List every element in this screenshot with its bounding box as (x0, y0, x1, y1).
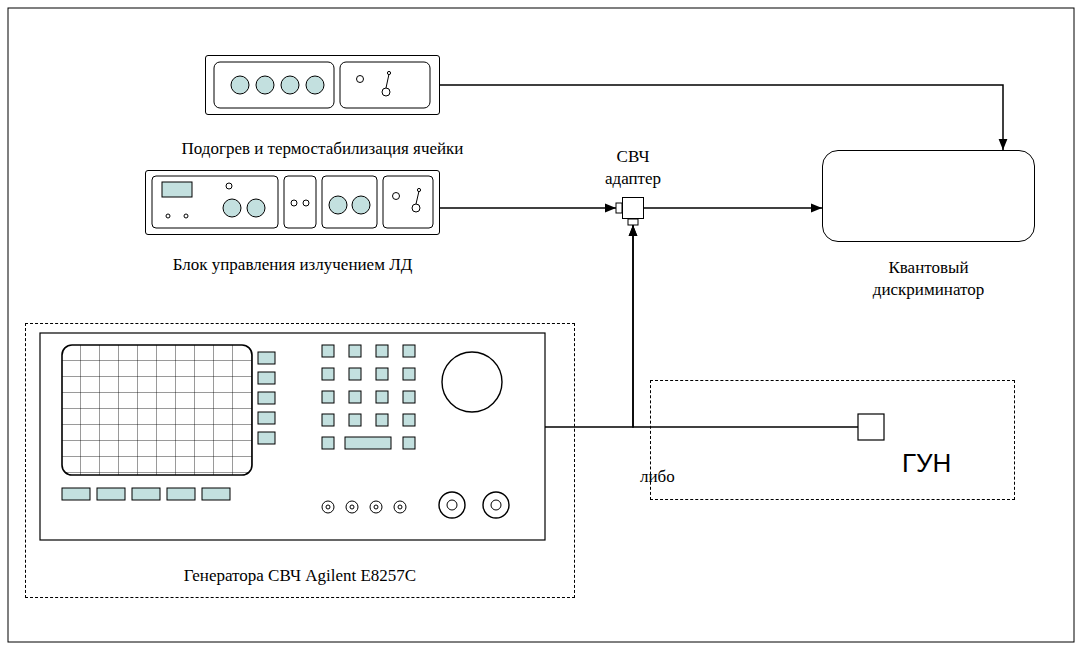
generator-output-wire (545, 426, 575, 428)
quantum-discriminator: Квантовый дискриминатор (822, 150, 1035, 242)
device-label: Генератора СВЧ Agilent E8257C (184, 565, 416, 587)
ld-control-unit: Блок управления излучением ЛД (145, 170, 440, 235)
signal-connector (644, 207, 822, 209)
device-label: Квантовый дискриминатор (854, 257, 1004, 301)
generator-instrument (40, 333, 545, 540)
ld-block-details (152, 176, 433, 228)
outer-frame (8, 8, 1074, 642)
device-label: Блок управления излучением ЛД (173, 254, 413, 276)
signal-connector (575, 225, 633, 427)
microwave-adapter: СВЧ адаптер (622, 197, 644, 219)
signal-connector (440, 85, 1003, 150)
heater-unit: Подогрев и термостабилизация ячейки (205, 55, 440, 115)
device-label: СВЧ адаптер (597, 146, 669, 190)
vco-output-wire (650, 426, 858, 428)
signal-connector (440, 207, 616, 209)
vco-symbol (858, 414, 884, 440)
device-label: ГУН (902, 447, 951, 481)
device-label: Подогрев и термостабилизация ячейки (182, 138, 464, 160)
note-label: либо (640, 466, 675, 488)
generator-group: Генератора СВЧ Agilent E8257C (25, 323, 575, 598)
adapter-port (628, 219, 638, 225)
heater-panel-details (214, 62, 430, 108)
signal-connector (633, 225, 650, 427)
vco-group: ГУН (650, 380, 1015, 500)
